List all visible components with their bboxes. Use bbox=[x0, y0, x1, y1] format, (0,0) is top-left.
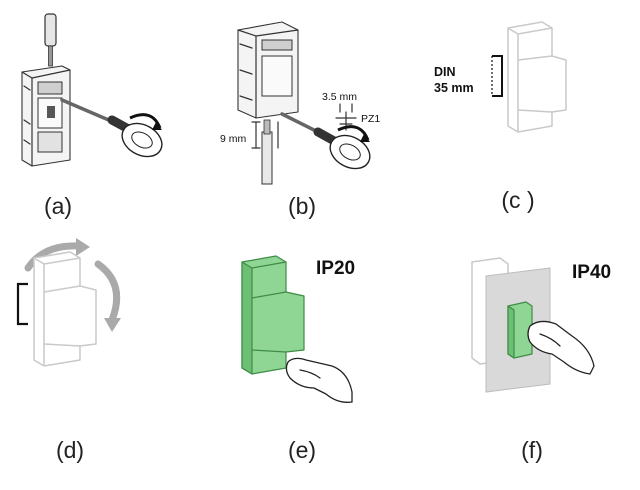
angled-screwdriver-icon bbox=[60, 98, 163, 158]
panel-e: IP20 (e) bbox=[241, 255, 355, 463]
caption-a: (a) bbox=[44, 193, 72, 219]
ip20-label: IP20 bbox=[316, 258, 355, 279]
pointing-hand-icon bbox=[527, 320, 595, 375]
device-icon bbox=[21, 65, 71, 167]
vertical-screwdriver-icon bbox=[44, 13, 57, 67]
caption-c: (c ) bbox=[501, 187, 534, 213]
screwdriver-type-label: PZ1 bbox=[361, 113, 380, 125]
panel-d: (d) bbox=[16, 238, 121, 463]
din-rail-icon bbox=[491, 55, 503, 97]
strip-length-label: 9 mm bbox=[220, 133, 247, 145]
panel-f: IP40 (f) bbox=[471, 257, 611, 463]
ip40-label: IP40 bbox=[572, 262, 611, 283]
panel-b: 9 mm 3.5 mm PZ1 (b) bbox=[220, 21, 380, 219]
device-icon bbox=[237, 21, 299, 119]
device-outline-icon bbox=[33, 251, 97, 367]
green-device-icon bbox=[241, 255, 305, 375]
panel-a: (a) bbox=[21, 13, 163, 219]
angled-screwdriver-icon bbox=[280, 112, 371, 170]
device-outline-icon bbox=[507, 21, 567, 133]
rotation-arrow-top-icon bbox=[24, 238, 90, 272]
caption-e: (e) bbox=[288, 437, 316, 463]
din-size-label: 35 mm bbox=[434, 81, 474, 95]
screwdriver-width-label: 3.5 mm bbox=[322, 91, 357, 103]
pointing-hand-icon bbox=[285, 357, 353, 403]
screwdriver-tip-detail-icon bbox=[335, 103, 357, 131]
din-rail-icon bbox=[16, 282, 28, 326]
caption-b: (b) bbox=[288, 193, 316, 219]
din-label: DIN bbox=[434, 65, 456, 79]
caption-d: (d) bbox=[56, 437, 84, 463]
caption-f: (f) bbox=[521, 437, 543, 463]
green-device-face-icon bbox=[507, 301, 533, 359]
rotation-arrow-right-icon bbox=[94, 260, 121, 332]
stripped-wire-icon bbox=[251, 119, 279, 185]
panel-c: DIN 35 mm (c ) bbox=[434, 21, 567, 213]
